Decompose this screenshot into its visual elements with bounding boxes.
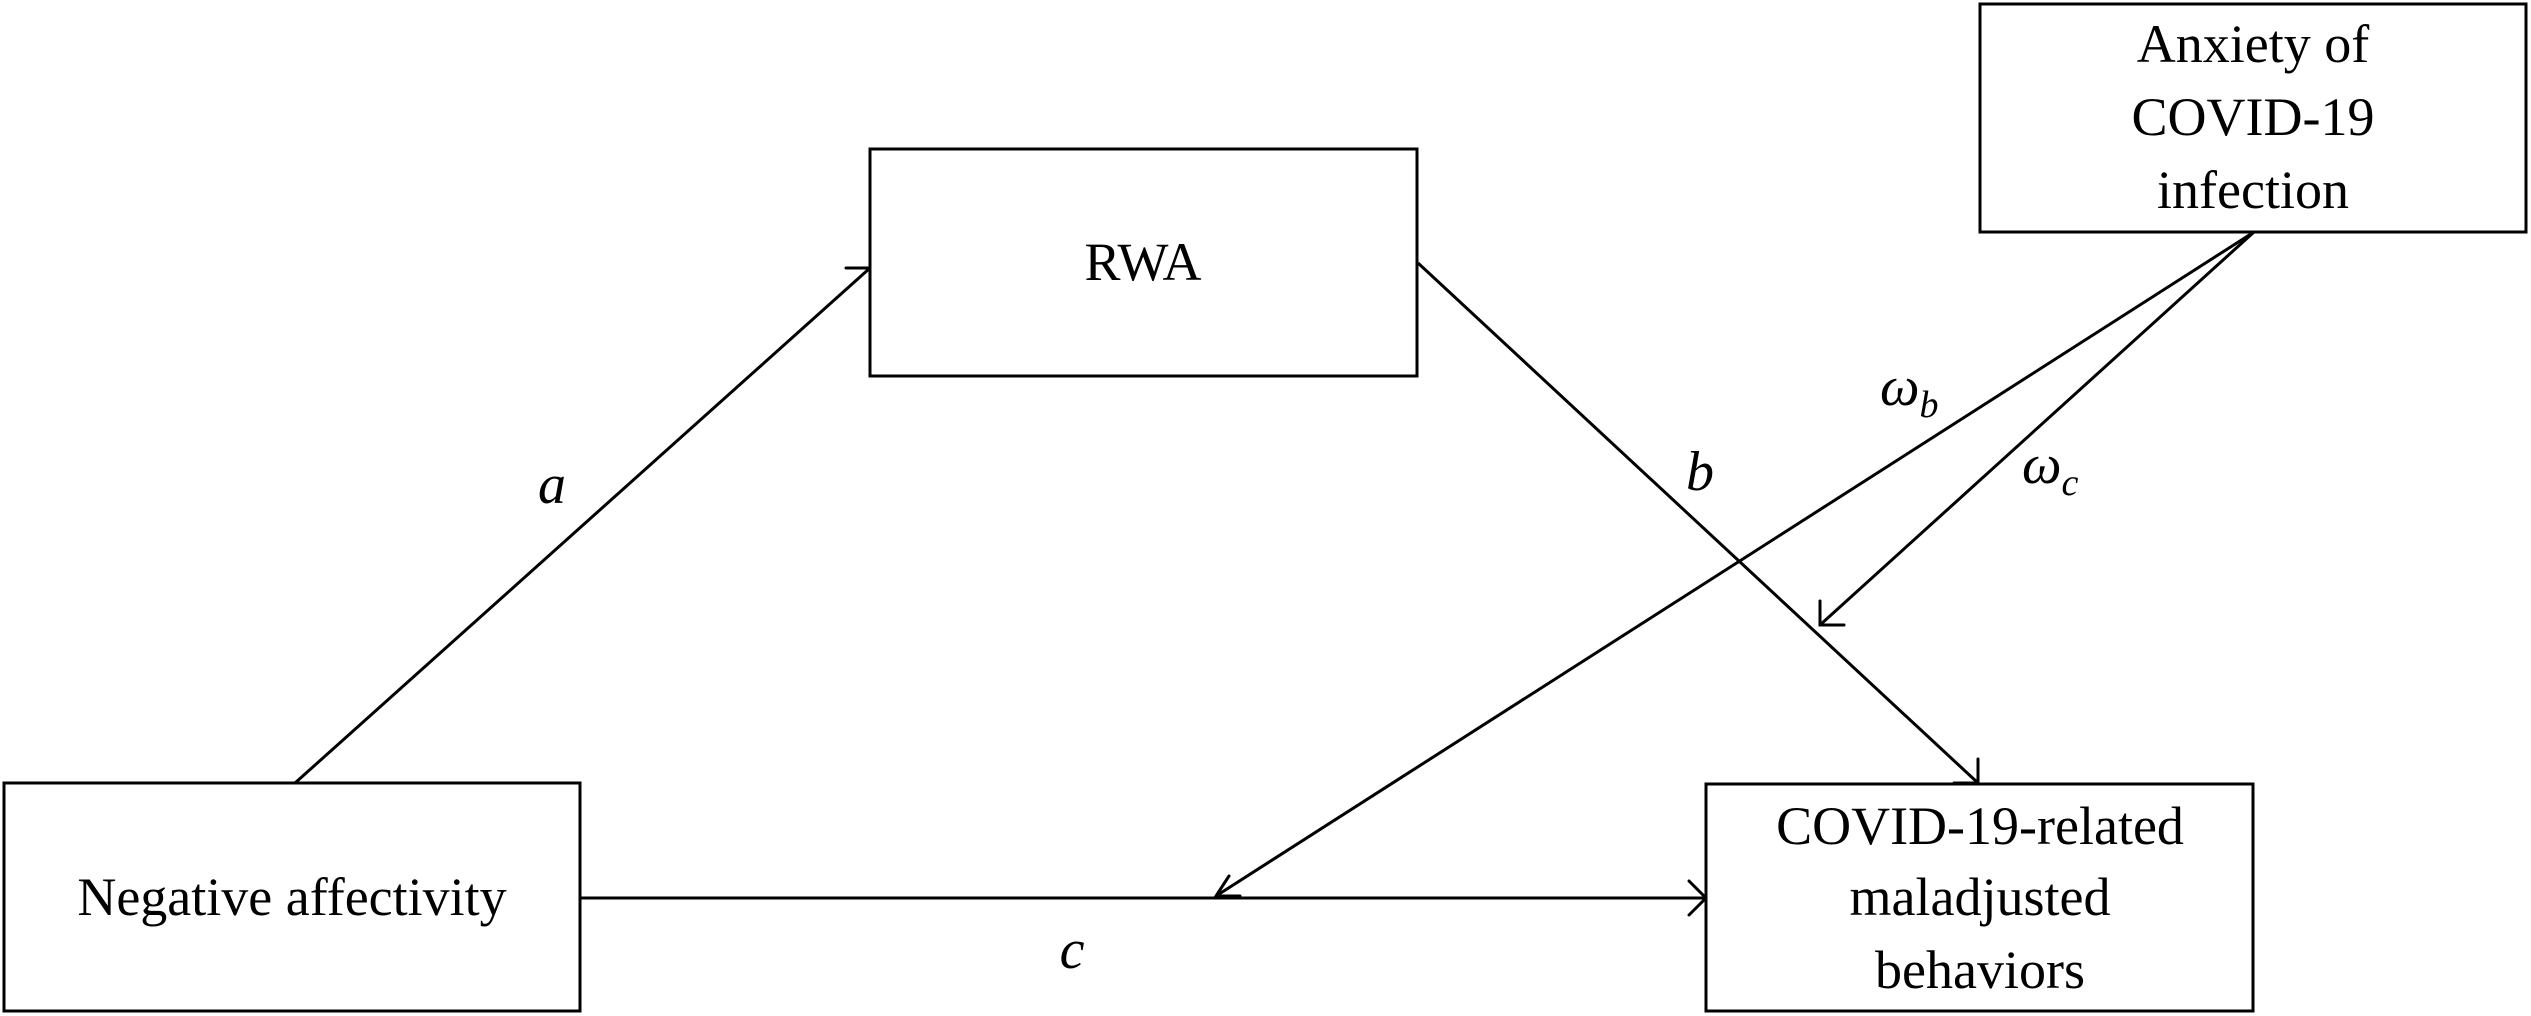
path-omega-b-label: ωb: [1880, 356, 1939, 426]
path-c-label: c: [1060, 919, 1085, 981]
path-omega-c-symbol: ω: [2022, 434, 2062, 496]
path-b-line: [1416, 261, 1980, 785]
path-omega-b-arrowhead: [1213, 874, 1242, 898]
path-omega-b-line: [1215, 230, 2255, 898]
node-anxiety-label-line-2: COVID-19: [2132, 87, 2375, 147]
node-rwa: RWA: [868, 147, 1419, 378]
node-negative-affectivity: Negative affectivity: [2, 781, 582, 1013]
path-omega-b-symbol: ω: [1880, 356, 1920, 418]
node-outcome: COVID-19-related maladjusted behaviors: [1704, 782, 2255, 1013]
path-a-line: [293, 266, 872, 785]
node-anxiety: Anxiety of COVID-19 infection: [1978, 2, 2528, 234]
path-omega-b-subscript: b: [1920, 384, 1939, 426]
node-anxiety-label-line-1: Anxiety of: [2137, 14, 2369, 74]
path-b-label: b: [1686, 441, 1714, 503]
path-omega-c-label: ωc: [2022, 434, 2079, 504]
node-outcome-label-line-1: COVID-19-related: [1776, 796, 2184, 856]
path-a-label: a: [538, 454, 566, 516]
path-omega-c-line: [1818, 230, 2256, 627]
node-anxiety-label-line-3: infection: [2157, 160, 2349, 220]
node-outcome-label-line-2: maladjusted: [1850, 867, 2111, 927]
node-rwa-label: RWA: [1084, 232, 1201, 292]
node-outcome-label-line-3: behaviors: [1875, 940, 2085, 1000]
path-omega-c-arrowhead: [1818, 599, 1846, 627]
node-negative-affectivity-label: Negative affectivity: [77, 867, 506, 927]
path-omega-c-subscript: c: [2062, 462, 2079, 504]
